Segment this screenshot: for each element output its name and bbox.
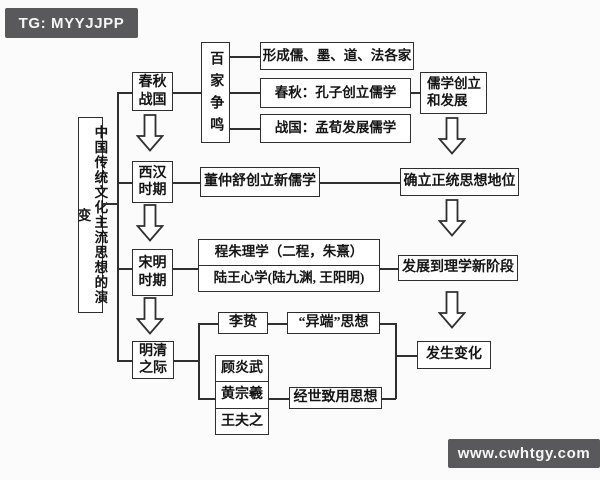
chengzhu-lixue-row: 程朱理学（二程，朱熹） bbox=[214, 244, 364, 260]
bracket-left-line bbox=[198, 323, 200, 399]
mengxun-box: 战国：孟荀发展儒学 bbox=[260, 114, 411, 143]
down-arrow-icon bbox=[438, 199, 466, 237]
connector-line bbox=[230, 92, 260, 94]
guyanwu-box: 顾炎武 bbox=[221, 360, 263, 376]
period-box-chunqiu-zhanguo: 春秋战国 bbox=[132, 72, 173, 111]
connector-line bbox=[198, 323, 218, 325]
connector-line bbox=[117, 268, 132, 270]
heresy-thought-box: “异端”思想 bbox=[287, 312, 380, 334]
dongzhongshu-box: 董仲舒创立新儒学 bbox=[200, 167, 320, 197]
connector-line bbox=[380, 323, 396, 325]
connector-line bbox=[269, 398, 289, 400]
huangzongxi-box: 黄宗羲 bbox=[216, 381, 268, 407]
connector-line bbox=[382, 398, 396, 400]
diagram-title-box: 中国传统文化主流思想的演变 bbox=[76, 117, 107, 313]
connector-line bbox=[173, 92, 201, 94]
connector-line bbox=[230, 56, 260, 58]
schools-formed-box: 形成儒、墨、道、法各家 bbox=[260, 42, 414, 70]
orthodox-status-box: 确立正统思想地位 bbox=[400, 168, 519, 196]
connector-line bbox=[173, 268, 198, 270]
period-box-xihan: 西汉时期 bbox=[132, 161, 173, 203]
three-thinkers-stack: 顾炎武 黄宗羲 王夫之 bbox=[215, 355, 269, 435]
ruxue-founding-box: 儒学创立和发展 bbox=[420, 72, 487, 114]
new-lixue-stage-box: 发展到理学新阶段 bbox=[398, 255, 518, 281]
down-arrow-icon bbox=[136, 114, 164, 152]
down-arrow-icon bbox=[136, 297, 164, 335]
connector-line bbox=[268, 323, 287, 325]
confucius-box: 春秋：孔子创立儒学 bbox=[260, 78, 411, 108]
title-connector-line bbox=[102, 203, 118, 205]
watermark-badge-top-left: TG: MYYJJPP bbox=[5, 8, 138, 38]
connector-line bbox=[174, 360, 198, 362]
trunk-line bbox=[117, 92, 119, 361]
jingshi-thought-box: 经世致用思想 bbox=[289, 387, 382, 409]
connector-line bbox=[380, 268, 398, 270]
watermark-badge-bottom-right: www.cwhtgy.com bbox=[448, 439, 600, 468]
connector-line bbox=[173, 182, 200, 184]
luwang-xinxue-row: 陆王心学(陆九渊, 王阳明) bbox=[199, 265, 379, 291]
connector-line bbox=[117, 92, 132, 94]
down-arrow-icon bbox=[438, 117, 466, 155]
connector-line bbox=[117, 360, 132, 362]
period-box-mingqing: 明清之际 bbox=[132, 341, 174, 379]
connector-line bbox=[117, 182, 132, 184]
wangfuzhi-box: 王夫之 bbox=[216, 407, 268, 434]
lizhi-box: 李贽 bbox=[218, 312, 268, 334]
connector-line bbox=[230, 128, 260, 130]
down-arrow-icon bbox=[136, 204, 164, 242]
baijia-zhengming-box: 百家争鸣 bbox=[201, 42, 230, 143]
connector-line bbox=[320, 182, 400, 184]
down-arrow-icon bbox=[438, 291, 466, 329]
connector-line bbox=[198, 398, 215, 400]
period-box-songming: 宋明时期 bbox=[132, 249, 173, 296]
change-occurs-box: 发生变化 bbox=[417, 341, 491, 369]
bracket-right-line bbox=[395, 323, 397, 399]
lixue-xinxue-box: 程朱理学（二程，朱熹） 陆王心学(陆九渊, 王阳明) bbox=[198, 239, 380, 292]
connector-line bbox=[411, 92, 420, 94]
connector-line bbox=[395, 355, 417, 357]
